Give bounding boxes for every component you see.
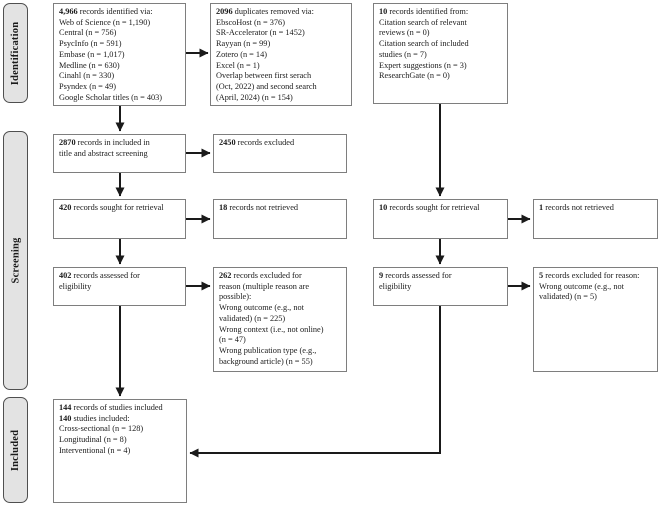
box-text-line: 18 records not retrieved (219, 203, 299, 212)
stage-included: Included (3, 397, 28, 503)
stage-identification-label: Identification (10, 21, 21, 85)
box-text-line: Cinahl (n = 330) (59, 71, 115, 81)
box-text-line: Cross-sectional (n = 128) (59, 424, 144, 434)
box-text-line: reason (multiple reason are (219, 281, 310, 291)
stage-screening: Screening (3, 131, 28, 390)
stage-identification: Identification (3, 3, 28, 103)
box-text-line: Embase (n = 1,017) (59, 49, 125, 59)
box-text-line: Wrong publication type (e.g., (219, 345, 317, 355)
box-text-line: Medline (n = 630) (59, 60, 120, 70)
box-text-line: Wrong outcome (e.g., not (219, 303, 304, 313)
box-text-line: 2450 records excluded (219, 138, 295, 147)
box-records-sought-retrieval-other: 10 records sought for retrieval (373, 199, 508, 239)
box-text-line: Psyndex (n = 49) (59, 81, 116, 91)
box-text-line: Citation search of included (379, 39, 469, 49)
box-records-not-retrieved: 18 records not retrieved (213, 199, 347, 239)
box-text-line: possible): (219, 292, 252, 302)
box-text-line: Excel (n = 1) (216, 60, 260, 70)
box-records-excluded-reasons-other: 5 records excluded for reason:Wrong outc… (533, 267, 658, 372)
box-text-line: Citation search of relevant (379, 17, 467, 27)
box-text-line: (n = 47) (219, 335, 246, 345)
box-text-line: Interventional (n = 4) (59, 445, 131, 455)
box-text-line: Wrong context (i.e., not online) (219, 324, 324, 334)
box-text-line: validated) (n = 225) (219, 313, 286, 323)
box-text-line: 402 records assessed for (59, 271, 140, 280)
box-text-line: 140 studies included: (59, 413, 130, 423)
box-text-line: SR-Accelerator (n = 1452) (216, 28, 305, 38)
box-text-line: Expert suggestions (n = 3) (379, 60, 467, 70)
box-text-line: eligibility (59, 281, 92, 291)
box-text-line: 10 records sought for retrieval (379, 203, 480, 212)
box-duplicates-removed: 2096 duplicates removed via:EbscoHost (n… (210, 3, 352, 106)
stage-included-label: Included (10, 429, 22, 471)
box-text-line: Wrong outcome (e.g., not (539, 281, 624, 291)
box-text-line: 4,966 records identified via: (59, 7, 153, 16)
box-text-line: Rayyan (n = 99) (216, 39, 271, 49)
box-text-line: 9 records assessed for (379, 271, 452, 280)
box-text-line: Central (n = 756) (59, 28, 117, 38)
box-text-line: (Oct, 2022) and second search (216, 81, 317, 91)
box-text-line: 2870 records in included in (59, 138, 150, 147)
box-text-line: Longitudinal (n = 8) (59, 435, 127, 445)
box-text-line: Web of Science (n = 1,190) (59, 17, 151, 27)
box-text-line: reviews (n = 0) (379, 28, 430, 38)
box-text-line: Overlap between first serach (216, 71, 312, 81)
box-text-line: (April, 2024) (n = 154) (216, 92, 293, 102)
box-records-not-retrieved-other: 1 records not retrieved (533, 199, 658, 239)
box-records-sought-retrieval: 420 records sought for retrieval (53, 199, 186, 239)
box-records-excluded: 2450 records excluded (213, 134, 347, 173)
box-text-line: 262 records excluded for (219, 271, 302, 280)
box-text-line: 5 records excluded for reason: (539, 271, 640, 280)
box-text-line: 2096 duplicates removed via: (216, 7, 314, 16)
box-text-line: 420 records sought for retrieval (59, 203, 164, 212)
box-text-line: EbscoHost (n = 376) (216, 17, 285, 27)
box-text-line: Zotero (n = 14) (216, 49, 267, 59)
box-text-line: validated) (n = 5) (539, 292, 597, 302)
box-text-line: 10 records identified from: (379, 7, 469, 16)
box-text-line: 1 records not retrieved (539, 203, 614, 212)
box-text-line: background article) (n = 55) (219, 356, 313, 366)
box-text-line: Google Scholar titles (n = 403) (59, 92, 163, 102)
box-text-line: ResearchGate (n = 0) (379, 71, 450, 81)
box-records-identified-other-sources: 10 records identified from:Citation sear… (373, 3, 508, 104)
box-text-line: studies (n = 7) (379, 49, 427, 59)
stage-screening-label: Screening (10, 237, 22, 284)
box-text-line: eligibility (379, 281, 412, 291)
box-text-line: PsycInfo (n = 591) (59, 39, 122, 49)
box-text-line: 144 records of studies included (59, 403, 163, 412)
box-text-line: title and abstract screening (59, 148, 148, 158)
box-records-identified-databases: 4,966 records identified via:Web of Scie… (53, 3, 186, 106)
